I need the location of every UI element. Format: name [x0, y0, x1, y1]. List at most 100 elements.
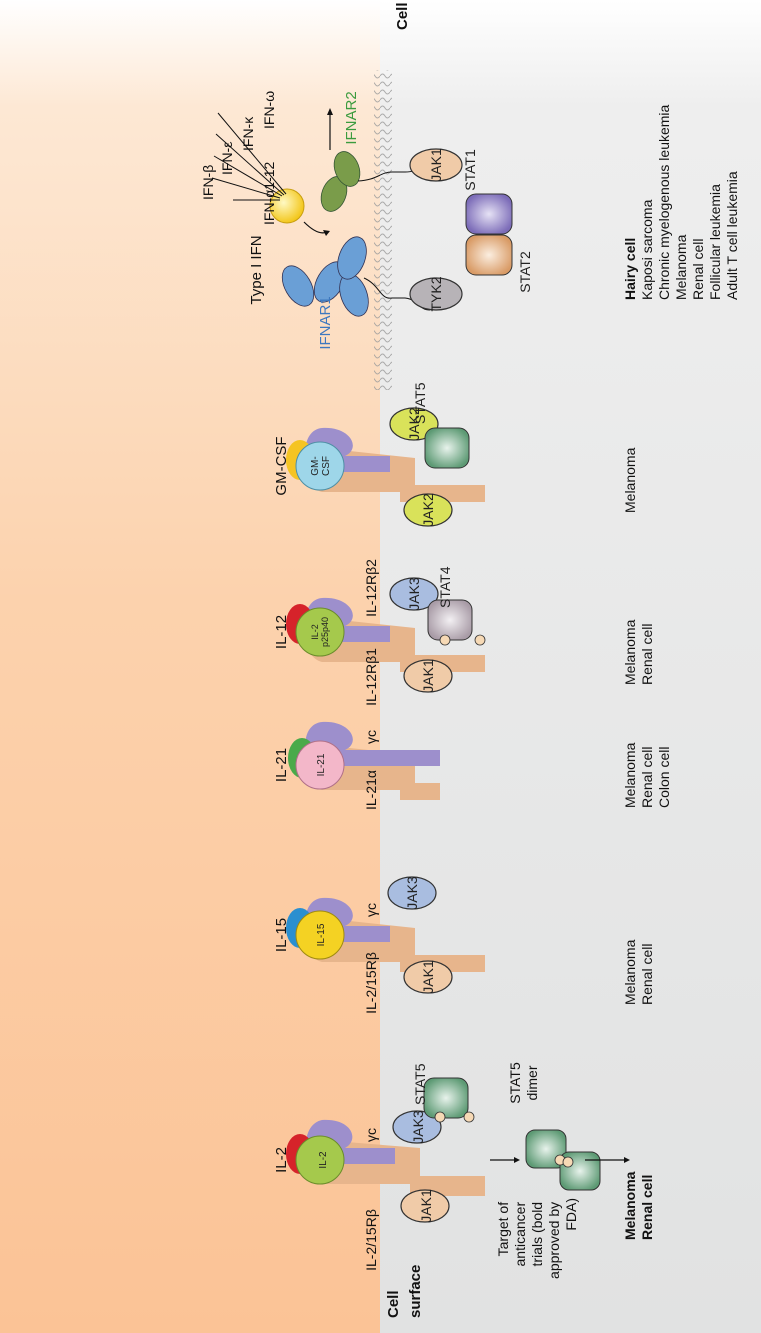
- il2-ligand: [295, 1135, 345, 1185]
- il15-complex: IL-15 JAK1 JAK3 IL-15 IL-2/15Rβ γc: [273, 876, 485, 1014]
- il15-jak3-label: JAK3: [404, 876, 420, 910]
- il21-ligand: [295, 740, 345, 790]
- target-row-label: Target of anticancer trials (bold approv…: [495, 1198, 579, 1279]
- ifn-epsilon-label: IFN-ε: [219, 142, 235, 175]
- ifnar1-label: IFNAR1: [317, 296, 334, 349]
- ifn-kappa-label: IFN-κ: [240, 116, 256, 151]
- il12-jak1: [403, 659, 453, 693]
- il12-ligand-label: IL-2p25p40: [310, 617, 330, 647]
- ifn-omega-label: IFN-ω: [261, 91, 277, 129]
- ifn-membrane-band: [374, 70, 392, 390]
- ifn-type-label: Type I IFN: [248, 235, 265, 304]
- ifn-ligand-lines: [211, 112, 287, 201]
- ifn-beta-label: IFN-β: [200, 165, 216, 200]
- il2-phospho-2: [463, 1111, 475, 1123]
- ifnar2-label: IFNAR2: [343, 91, 360, 144]
- il2-jak1: [400, 1189, 450, 1223]
- ifn-complex: Type I IFN IFN-α1-12 IFN-β IFN-ε IFN-κ I…: [200, 91, 533, 350]
- ifn-targets: Hairy cell Kaposi sarcoma Chronic myelog…: [622, 101, 740, 300]
- gmcsf-jak2-a: [403, 493, 453, 527]
- il2-stat5: [423, 1077, 469, 1119]
- il12-jak3-label: JAK3: [406, 577, 422, 611]
- il21-receptor-gamma-label: γc: [363, 730, 379, 744]
- il12-jak3: [389, 577, 439, 611]
- il12-receptor-beta1-label: IL-12Rβ1: [363, 648, 379, 706]
- il15-ligand: [295, 910, 345, 960]
- svg-text:Target of anticancer: Target of anticancer trials (bold approv…: [495, 1198, 579, 1279]
- il15-jak1-label: JAK1: [420, 960, 436, 994]
- ifn-tyk2-label: TYK2: [428, 276, 444, 311]
- ifn-stat1-label: STAT1: [462, 149, 478, 191]
- ifn-stat2: [465, 234, 513, 276]
- il2-arrow-2: [585, 1157, 630, 1163]
- svg-text:IL-2p25p40: IL-2p25p40: [310, 617, 330, 647]
- il2-dimer-phospho-2: [562, 1156, 574, 1168]
- svg-text:Hairy cell Kaposi sarcom: Hairy cell Kaposi sarcoma Chronic myelog…: [622, 101, 740, 300]
- il15-jak3: [387, 876, 437, 910]
- il12-stat4-label: STAT4: [437, 566, 453, 608]
- il12-ligand: [295, 607, 345, 657]
- il15-ligand-label: IL-15: [316, 923, 327, 946]
- il2-dimer-label: STAT5dimer: [507, 1062, 540, 1104]
- il15-receptor-gamma-label: γc: [363, 903, 379, 917]
- cell-surface-label: Cell surface: [385, 1265, 424, 1318]
- ifn-tyk2: [409, 277, 463, 311]
- ifn-binding-arrow: [303, 221, 330, 236]
- il2-cytokine-label: IL-2: [273, 1147, 290, 1173]
- il2-receptor-beta-label: IL-2/15Rβ: [363, 1209, 379, 1271]
- cell-membrane-label: Cell membrane: [394, 0, 411, 30]
- il2-stat5-label: STAT5: [412, 1063, 428, 1105]
- il15-jak1: [403, 960, 453, 994]
- il2-complex: IL-2 JAK1 JAK3 STAT5 IL-2 IL-2/15Rβ γc S…: [273, 1062, 630, 1271]
- il12-jak1-label: JAK1: [420, 659, 436, 693]
- il12-cytokine-label: IL-12: [273, 615, 290, 649]
- il15-cytokine-label: IL-15: [273, 918, 290, 952]
- ifn-jak1-label: JAK1: [428, 148, 444, 182]
- ifn-alpha-label: IFN-α1-12: [261, 161, 277, 225]
- svg-text:MelanomaRenal cell: MelanomaRenal cell: [622, 939, 655, 1005]
- il2-phospho-1: [434, 1111, 446, 1123]
- gmcsf-stat5-label: STAT5: [412, 382, 428, 424]
- svg-text:MelanomaRenal cell: MelanomaRenal cell: [622, 1171, 655, 1240]
- il21-ligand-label: IL-21: [316, 753, 327, 776]
- il2-jak3-label: JAK3: [410, 1110, 426, 1144]
- ifnar1-domains: [281, 236, 369, 317]
- svg-text:MelanomaRenal cell: MelanomaRenal cell: [622, 619, 655, 685]
- gmcsf-jak2-b: [389, 407, 439, 441]
- gmcsf-targets: Melanoma: [622, 447, 638, 513]
- il12-phospho-2: [474, 634, 486, 646]
- ifn-jak1: [409, 148, 463, 182]
- svg-text:MelanomaRenal cellColon cell: MelanomaRenal cellColon cell: [622, 742, 672, 808]
- gmcsf-cytokine-label: GM-CSF: [273, 436, 290, 495]
- svg-text:GM-CSF: GM-CSF: [310, 456, 332, 476]
- cell-surface-background: [0, 0, 380, 1333]
- gmcsf-jak2-a-label: JAK2: [420, 493, 436, 527]
- gmcsf-stat5: [424, 427, 470, 469]
- il12-targets: MelanomaRenal cell: [622, 619, 655, 685]
- ifnar2-domains: [320, 151, 361, 212]
- il2-arrow-1: [490, 1157, 520, 1163]
- il2-receptor-gamma-label: γc: [363, 1128, 379, 1142]
- il12-phospho-1: [439, 634, 451, 646]
- il15-receptor-beta-label: IL-2/15Rβ: [363, 952, 379, 1014]
- il21-receptor-alpha-label: IL-21α: [363, 770, 379, 810]
- gmcsf-complex: GM-CSF JAK2 JAK2 STAT5 GM-CSF: [273, 382, 485, 527]
- il2-jak1-label: JAK1: [418, 1189, 434, 1223]
- il2-jak3: [392, 1110, 442, 1144]
- il21-cytokine-label: IL-21: [273, 748, 290, 782]
- gmcsf-ligand: [295, 441, 345, 491]
- gmcsf-ligand-label: GM-CSF: [310, 456, 332, 476]
- ifn-arrow: [327, 108, 333, 150]
- il21-targets: MelanomaRenal cellColon cell: [622, 742, 672, 808]
- il2-ligand-label: IL-2: [318, 1151, 329, 1169]
- il15-targets: MelanomaRenal cell: [622, 939, 655, 1005]
- svg-text:STAT5dimer: STAT5dimer: [507, 1062, 540, 1104]
- svg-text:Cell surface: Cell surface: [385, 1265, 424, 1318]
- gmcsf-jak2-b-label: JAK2: [406, 407, 422, 441]
- il21-complex: IL-21 IL-21 IL-21α γc: [273, 721, 440, 810]
- il12-receptor-beta2-label: IL-12Rβ2: [363, 559, 379, 617]
- ifn-stat2-label: STAT2: [517, 251, 533, 293]
- ifn-stat1: [465, 193, 513, 235]
- il2-targets: MelanomaRenal cell: [622, 1171, 655, 1240]
